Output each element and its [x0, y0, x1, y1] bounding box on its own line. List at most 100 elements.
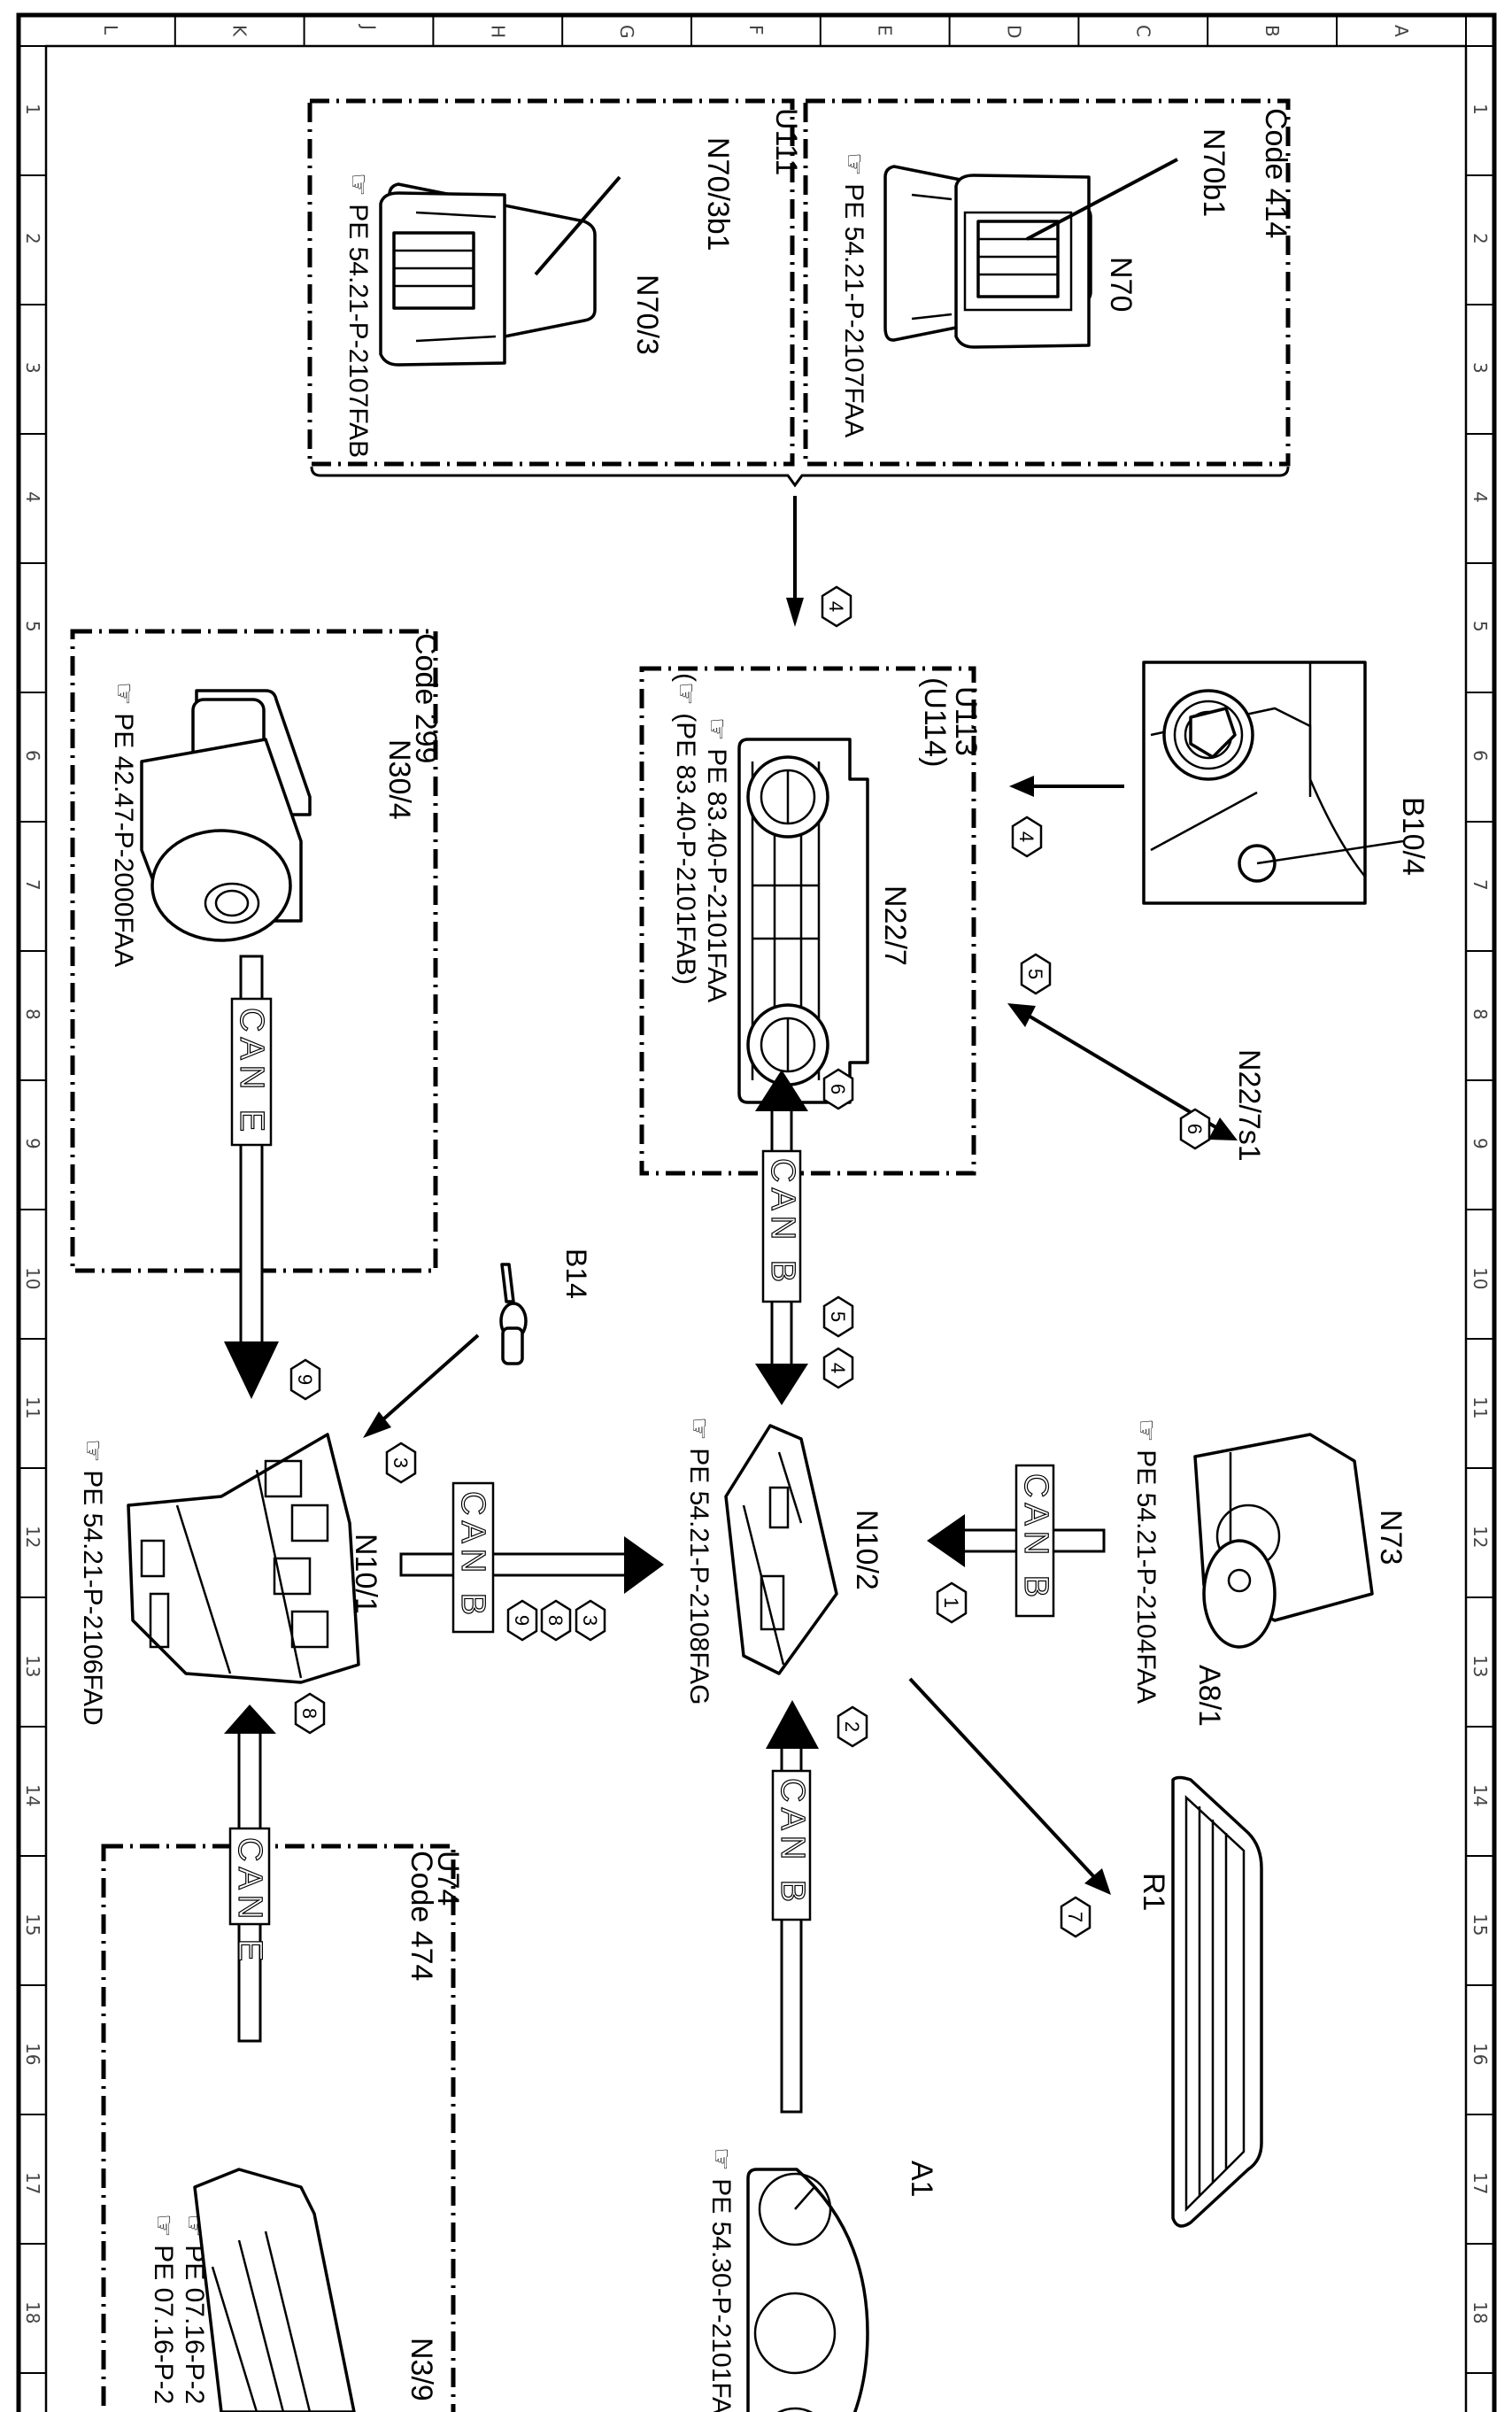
b10-4-sensor[interactable]: [1142, 661, 1367, 905]
can-b-link-n10-1-n10-2: CAN B: [399, 1481, 664, 1634]
r1-rear-window-heater[interactable]: [1171, 1775, 1263, 2228]
code-299-group: Code 299 N30/4 ☞ PE 42.47-P-2000FAA: [70, 629, 443, 1273]
signal-9-badge-b: 9: [506, 1599, 538, 1642]
can-b-label-2: CAN B: [454, 1491, 491, 1620]
n70-label: N70: [1104, 257, 1138, 312]
signal-1-badge: 1: [936, 1581, 968, 1624]
u113-label: U113: [949, 686, 983, 756]
n22-7-climate-control-unit[interactable]: [737, 738, 869, 1104]
code-414-label: Code 414: [1259, 108, 1292, 238]
b10-4-label: B10/4: [1396, 797, 1430, 876]
row-label: 6: [1470, 750, 1491, 761]
column-label: K: [229, 25, 251, 37]
row-label: 15: [22, 1913, 43, 1936]
can-b-label-3: CAN B: [1017, 1473, 1054, 1603]
n3-9-engine-control-unit[interactable]: [193, 2168, 356, 2412]
svg-text:8: 8: [298, 1708, 320, 1719]
n22-7-label: N22/7: [878, 885, 912, 966]
arrow-b10-4-to-n22-7: [1009, 776, 1034, 797]
n10-2-to-r1-link: [908, 1677, 1098, 1881]
svg-text:6: 6: [1184, 1124, 1206, 1134]
row-label: 17: [1470, 2172, 1491, 2194]
signal-4-badge: 4: [821, 585, 852, 628]
row-label: 7: [22, 879, 43, 891]
column-label: H: [487, 25, 508, 38]
can-b-link-n73-n10-2: CAN B: [927, 1464, 1106, 1618]
row-label: 10: [1470, 1267, 1491, 1289]
n10-1-sam-module[interactable]: [127, 1433, 360, 1684]
n10-2-reference: ☞ PE 54.21-P-2108FAG: [684, 1417, 714, 1705]
row-label: 18: [22, 2301, 43, 2323]
can-b-link-a1-n10-2: CAN B: [766, 1700, 819, 2114]
svg-text:6: 6: [827, 1084, 849, 1094]
row-label: 12: [1470, 1526, 1491, 1548]
n22-7s1-label: N22/7s1: [1232, 1049, 1266, 1162]
row-label: 4: [22, 491, 43, 503]
arrow-to-n22-7: [786, 598, 804, 627]
row-label: 14: [22, 1784, 43, 1806]
n70-overhead-control-panel[interactable]: [883, 165, 1092, 349]
code-299-label: Code 299: [409, 633, 443, 763]
a1-instrument-cluster[interactable]: [746, 2168, 869, 2412]
signal-8-badge-b: 8: [294, 1692, 326, 1735]
column-label: A: [1391, 25, 1412, 37]
n22-7-reference-alt: (☞ (PE 83.40-P-2101FAB): [671, 673, 700, 985]
n70-3-overhead-control-panel[interactable]: [379, 182, 597, 367]
signal-8-badge: 8: [540, 1599, 572, 1642]
svg-text:8: 8: [544, 1615, 567, 1626]
u114-label: (U114): [918, 677, 952, 767]
column-label: D: [1004, 25, 1025, 38]
b10-4-leader-line: [1256, 839, 1404, 865]
svg-text:4: 4: [825, 601, 847, 612]
row-label: 13: [1470, 1655, 1491, 1677]
a8-1-label: A8/1: [1192, 1665, 1226, 1727]
n30-4-abs-unit[interactable]: [140, 689, 312, 942]
u111-label: U111: [769, 108, 803, 175]
n73-label: N73: [1374, 1510, 1408, 1565]
n10-2-sam-module[interactable]: [724, 1424, 838, 1675]
svg-text:2: 2: [841, 1721, 863, 1732]
u111-group: U111 N70/3b1 N70/3 ☞ PE 54.21-P-2107FAB: [307, 98, 803, 467]
column-label: J: [359, 23, 380, 30]
row-label: 3: [22, 362, 43, 374]
signal-2-badge: 2: [837, 1705, 868, 1748]
n3-9-reference-2: ☞ PE 07.16-P-2: [149, 2214, 178, 2404]
u74-group: U74 Code 474 N3/9 ☞ PE 07.16-P-2 ☞ PE 07…: [101, 1844, 465, 2412]
column-label: L: [100, 25, 121, 35]
drawing-frame: [16, 12, 1497, 2412]
a1-reference: ☞ PE 54.30-P-2101FAA: [706, 2147, 736, 2412]
can-e-label: CAN E: [233, 1008, 270, 1137]
svg-text:9: 9: [511, 1615, 533, 1626]
n73-ignition-switch[interactable]: [1193, 1433, 1374, 1649]
row-label: 2: [1470, 233, 1491, 244]
n70-3-reference: ☞ PE 54.21-P-2107FAB: [343, 173, 373, 458]
row-label: 11: [22, 1396, 43, 1419]
row-label: 4: [1470, 491, 1491, 503]
can-b-label: CAN B: [764, 1158, 801, 1287]
n30-4-reference: ☞ PE 42.47-P-2000FAA: [109, 682, 138, 967]
b14-temperature-sensor[interactable]: [499, 1263, 528, 1365]
svg-text:3: 3: [390, 1457, 412, 1468]
row-label: 8: [1470, 1009, 1491, 1020]
signal-6-badge: 6: [1179, 1108, 1211, 1150]
n70-3b1-label: N70/3b1: [701, 137, 735, 251]
n30-4-label: N30/4: [382, 739, 416, 820]
row-label: 8: [22, 1009, 43, 1020]
column-label: B: [1261, 25, 1283, 37]
row-label: 6: [22, 750, 43, 761]
row-label: 16: [22, 2043, 43, 2065]
svg-text:4: 4: [827, 1363, 849, 1373]
can-e-link-n30-4-n10-1: CAN E: [224, 955, 279, 1399]
n3-9-label: N3/9: [405, 2338, 438, 2401]
row-label: 9: [22, 1138, 43, 1149]
n22-7-reference: ☞ PE 83.40-P-2101FAA: [702, 717, 731, 1002]
n73-reference: ☞ PE 54.21-P-2104FAA: [1131, 1419, 1161, 1704]
signal-9-badge: 9: [289, 1358, 321, 1401]
row-label: 2: [22, 233, 43, 244]
signal-4-badge-b: 4: [1011, 816, 1043, 858]
row-label: 7: [1470, 879, 1491, 891]
